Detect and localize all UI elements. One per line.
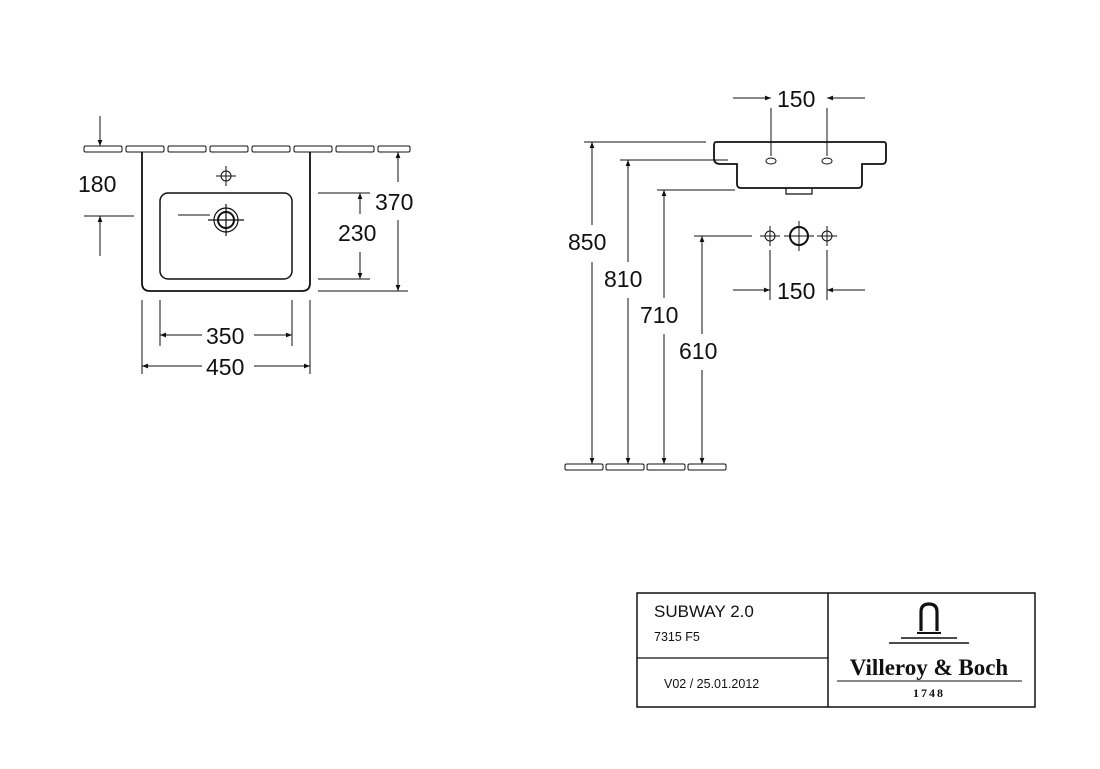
tap-hole-icon <box>216 166 236 186</box>
dim-370-label: 370 <box>375 189 413 215</box>
floor-hatch <box>564 463 727 471</box>
side-view <box>564 95 887 471</box>
wall-hatch <box>83 145 411 153</box>
dim-810-label: 810 <box>604 266 642 292</box>
tap-hole-side-icon <box>765 108 833 165</box>
drain-icon <box>208 204 244 236</box>
dim-450-lines <box>141 300 311 374</box>
dim-230-lines <box>318 192 370 280</box>
dim-370-lines <box>318 152 408 292</box>
basin-outlet <box>785 188 813 195</box>
dim-850-label: 850 <box>568 229 606 255</box>
supply-connections <box>760 221 837 300</box>
dim-150-top-label: 150 <box>777 86 815 112</box>
brand-name: Villeroy & Boch <box>850 655 1009 680</box>
basin-outline <box>141 152 311 292</box>
product-name: SUBWAY 2.0 <box>654 602 754 621</box>
height-extension-lines <box>584 141 752 237</box>
dim-180-lines <box>84 116 134 256</box>
dim-350-lines <box>159 300 293 346</box>
basin-bowl <box>159 192 293 280</box>
brand-logo: Villeroy & Boch 1748 <box>837 602 1022 700</box>
article-number: 7315 F5 <box>654 630 700 644</box>
dim-350-label: 350 <box>206 323 244 349</box>
dim-180-label: 180 <box>78 171 116 197</box>
dim-150-bottom-label: 150 <box>777 278 815 304</box>
version-date: V02 / 25.01.2012 <box>664 677 759 691</box>
title-block <box>636 592 1036 708</box>
dim-610-label: 610 <box>679 338 717 364</box>
dim-450-label: 450 <box>206 354 244 380</box>
front-view <box>83 116 411 374</box>
basin-side-profile <box>713 141 887 189</box>
brand-emblem-icon <box>889 602 969 644</box>
dim-230-label: 230 <box>338 220 376 246</box>
dim-710-label: 710 <box>640 302 678 328</box>
brand-year: 1748 <box>913 686 945 700</box>
